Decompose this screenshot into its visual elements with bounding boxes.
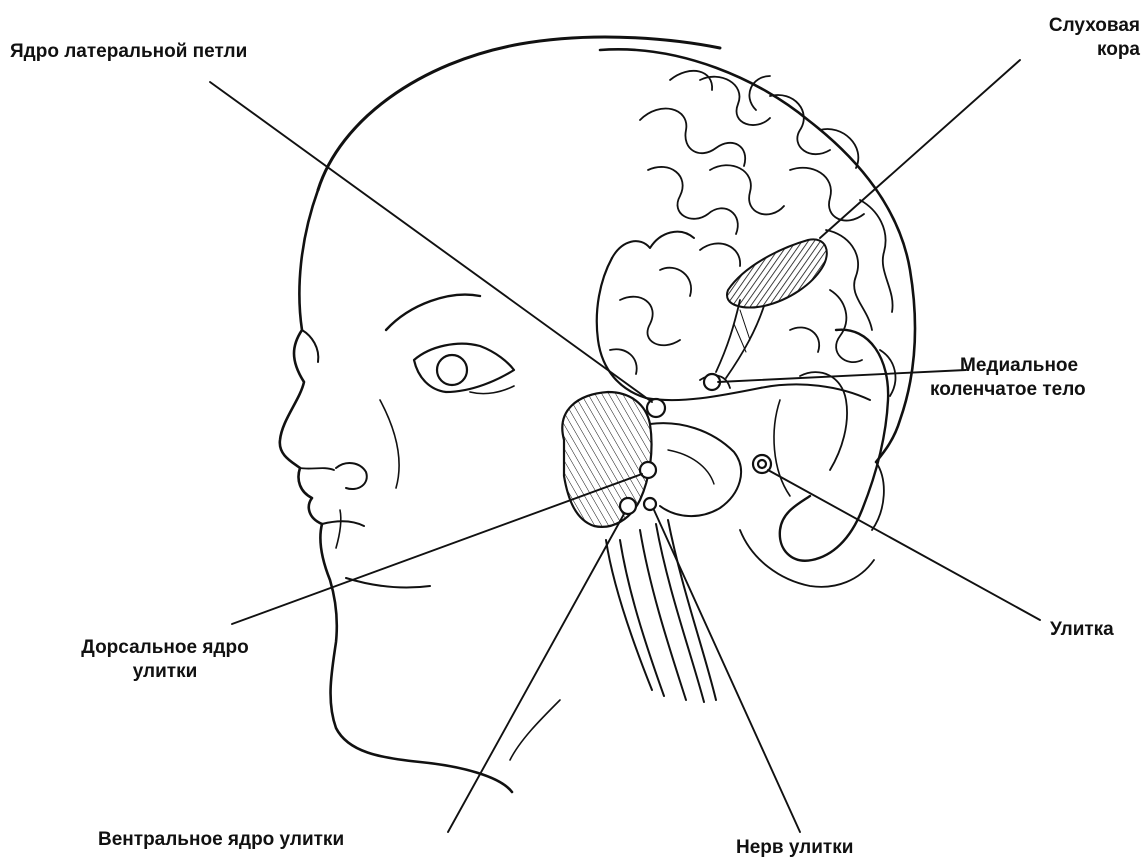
auditory-cortex xyxy=(727,239,827,307)
face-profile xyxy=(280,190,512,792)
ventral-cochlear-nucleus xyxy=(620,498,636,514)
lateral-lemniscus-nucleus xyxy=(647,399,665,417)
eye xyxy=(414,344,514,392)
brain-outline xyxy=(600,49,915,462)
label-dorsal-cochlear-nucleus: Дорсальное ядро улитки xyxy=(40,636,290,684)
label-cochlea: Улитка xyxy=(1050,618,1114,642)
label-medial-geniculate: Медиальное коленчатое тело xyxy=(930,354,1086,402)
label-lateral-lemniscus: Ядро латеральной петли xyxy=(10,40,247,64)
label-cochlear-nerve: Нерв улитки xyxy=(736,836,853,860)
label-auditory-cortex: Слуховая кора xyxy=(960,14,1140,62)
ear xyxy=(780,330,888,561)
brain-gyri xyxy=(610,71,895,396)
cerebellum xyxy=(562,392,651,527)
dorsal-cochlear-nucleus xyxy=(640,462,656,478)
label-ventral-cochlear-nucleus: Вентральное ядро улитки xyxy=(98,828,344,852)
